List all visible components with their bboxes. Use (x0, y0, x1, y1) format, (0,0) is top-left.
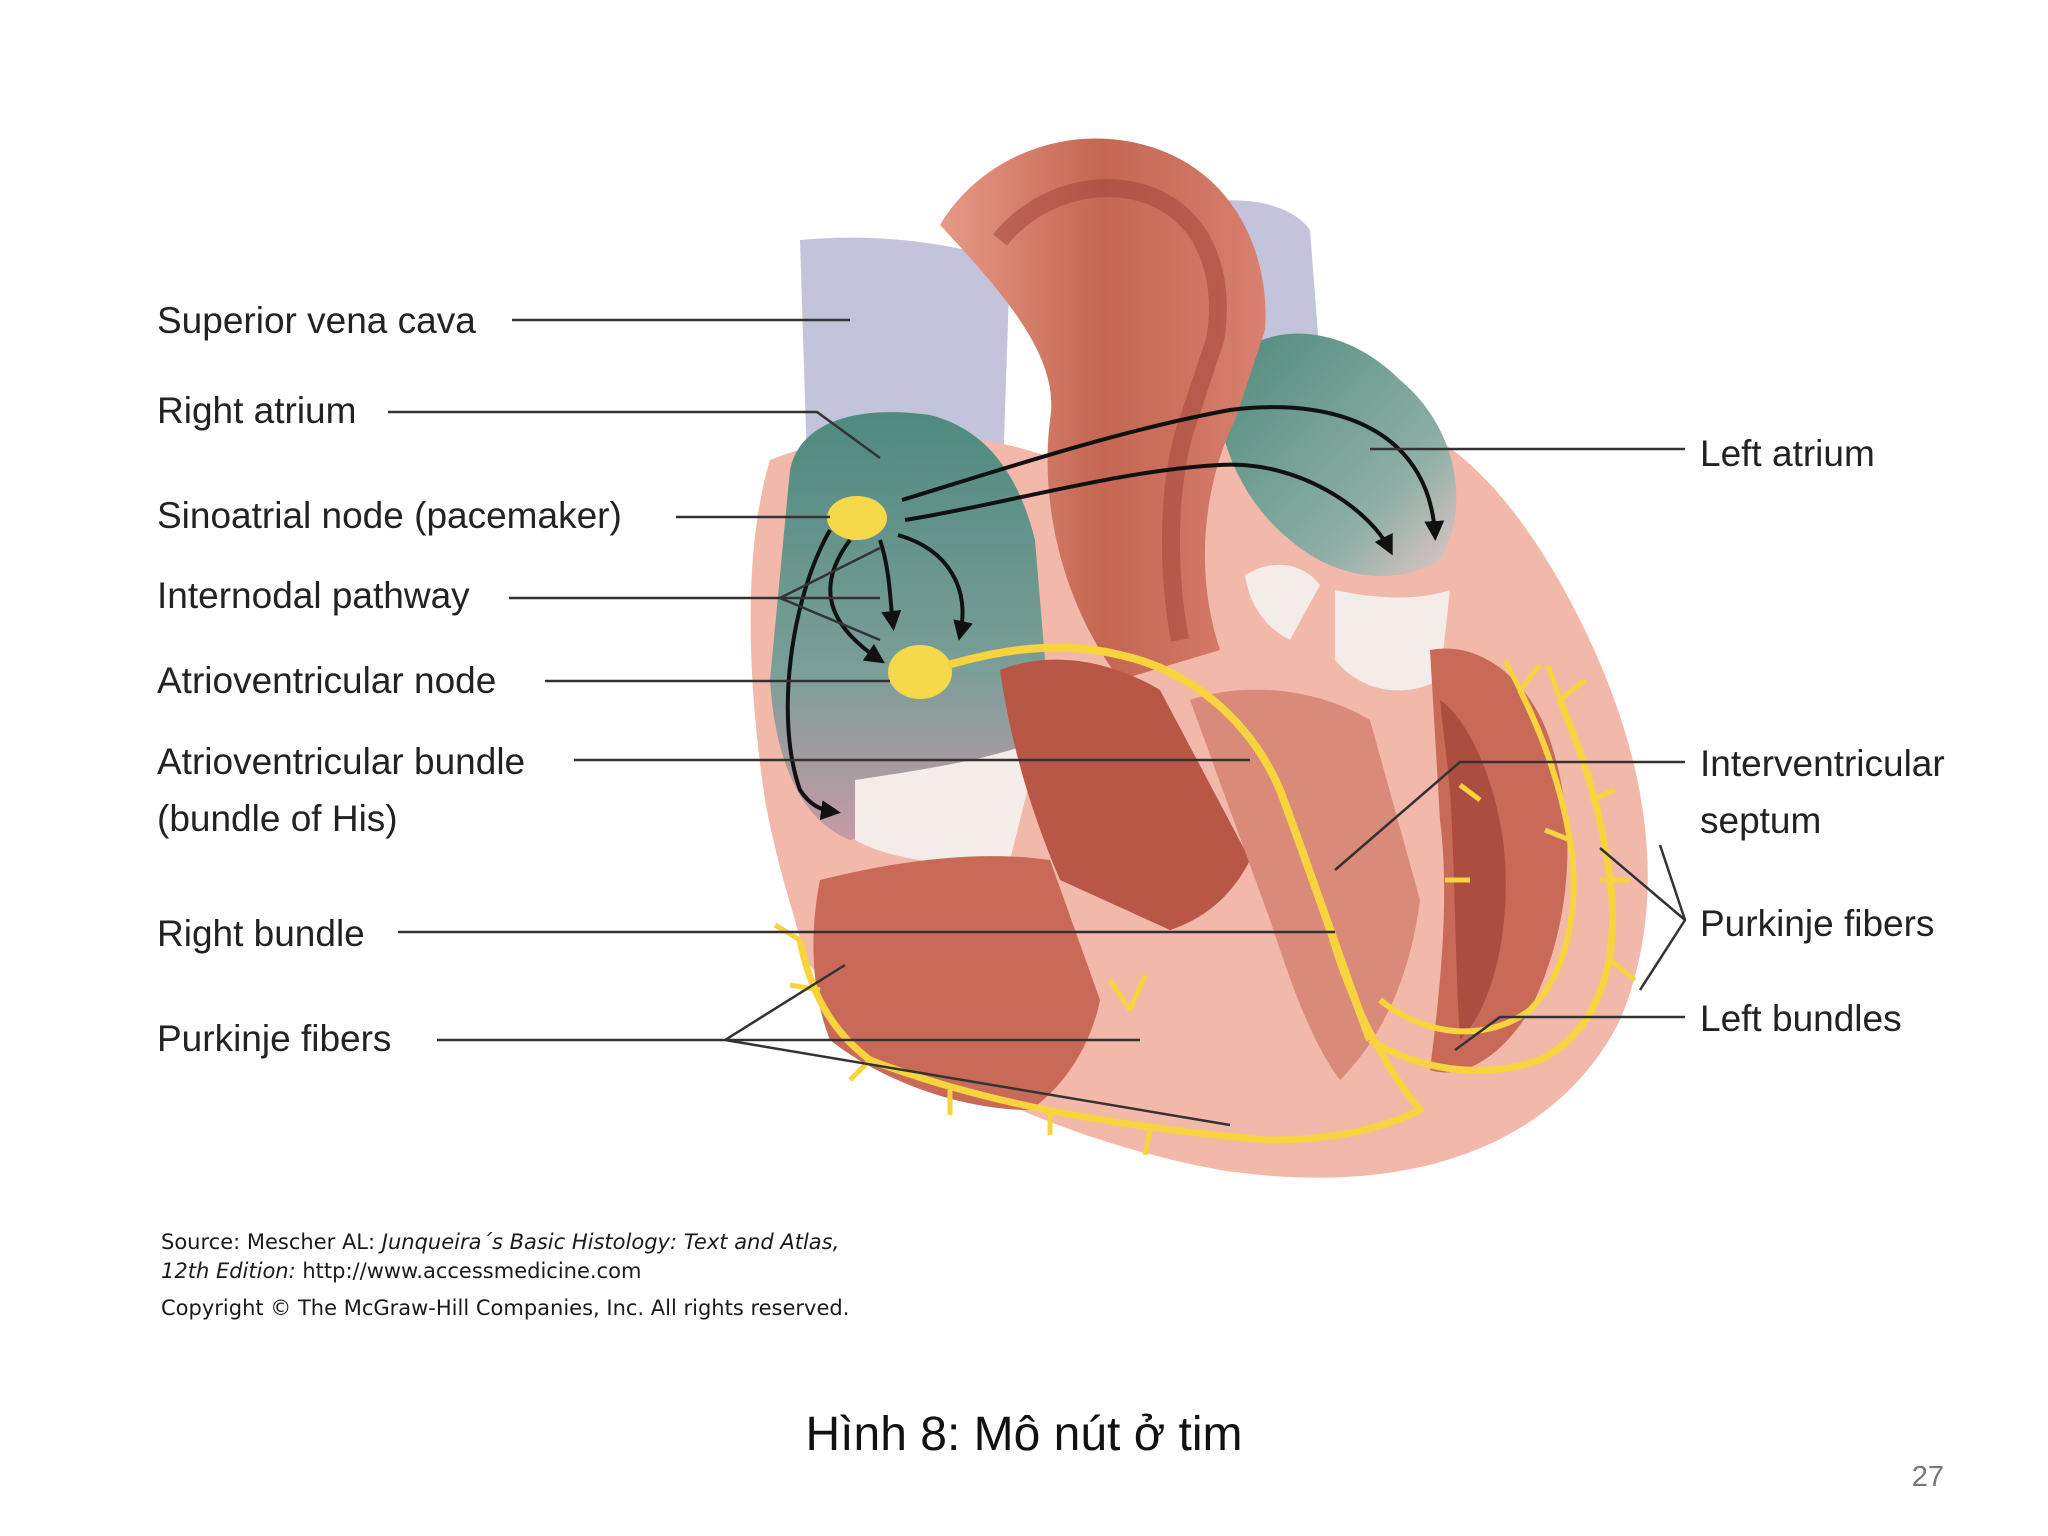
label-purkinje-fibers-left: Purkinje fibers (157, 1018, 392, 1059)
atrioventricular-node-shape (888, 645, 952, 699)
label-atrioventricular-node: Atrioventricular node (157, 660, 497, 701)
right-ventricle-muscle (813, 856, 1100, 1110)
purkinje-fibers-left-branches (1445, 658, 1637, 982)
left-ventricle-cavity (1440, 700, 1506, 1040)
label-left-atrium: Left atrium (1700, 433, 1875, 474)
leader-internodal-pathway (509, 546, 881, 642)
leader-right-atrium (388, 410, 881, 460)
interventricular-septum-shape (1190, 689, 1420, 1080)
label-sinoatrial-node: Sinoatrial node (pacemaker) (157, 495, 622, 536)
leader-lines (388, 318, 1687, 1127)
label-interventricular: Interventricular (1700, 743, 1945, 784)
label-superior-vena-cava: Superior vena cava (157, 300, 476, 341)
copyright-notice: Copyright © The McGraw-Hill Companies, I… (161, 1296, 850, 1320)
page-number: 27 (1911, 1461, 1944, 1493)
bundle-of-his-path (946, 643, 1374, 1042)
label-purkinje-fibers-right: Purkinje fibers (1700, 903, 1935, 944)
figure-caption: Hình 8: Mô nút ở tim (805, 1408, 1243, 1461)
left-bundle-branch-1 (1368, 698, 1616, 1074)
internodal-arrow-to-av-2 (897, 533, 973, 641)
source-edition: 12th Edition: (161, 1259, 296, 1284)
internodal-arrow-left-atrium-lower (904, 462, 1393, 556)
aorta-inner-band (992, 179, 1227, 642)
internodal-arrow-left-atrium-upper (901, 405, 1445, 541)
label-bundle-of-his: (bundle of His) (157, 798, 398, 839)
leader-purkinje-fibers-left (437, 963, 1231, 1127)
aortic-valve (1245, 564, 1320, 640)
label-left-bundles: Left bundles (1700, 998, 1902, 1039)
source-url: http://www.accessmedicine.com (295, 1259, 642, 1284)
right-ventricle-muscle-2 (1000, 659, 1250, 930)
tricuspid-valve (855, 740, 1040, 864)
source-prefix: Source: Mescher AL: (161, 1230, 382, 1254)
leader-left-bundles (1454, 1015, 1685, 1052)
left-atrium-chamber (1218, 333, 1457, 577)
internodal-arrow-to-av-3 (828, 538, 885, 664)
source-title: Junqueira´s Basic Histology: Text and At… (381, 1230, 840, 1254)
label-septum: septum (1700, 800, 1822, 841)
label-atrioventricular-bundle: Atrioventricular bundle (157, 741, 526, 782)
leader-interventricular-septum (1334, 760, 1685, 871)
right-bundle-branch (796, 929, 1426, 1144)
sinoatrial-node-shape (827, 496, 887, 540)
label-right-atrium: Right atrium (157, 390, 357, 431)
aorta-arch (940, 138, 1266, 680)
source-credit: Source: Mescher AL: Junqueira´s Basic Hi… (161, 1228, 839, 1287)
leader-purkinje-fibers-right (1599, 844, 1687, 991)
mitral-valve (1335, 590, 1450, 691)
internodal-arrow-to-av-1 (878, 539, 902, 631)
label-right-bundle: Right bundle (157, 913, 365, 954)
label-internodal-pathway: Internodal pathway (157, 575, 470, 616)
